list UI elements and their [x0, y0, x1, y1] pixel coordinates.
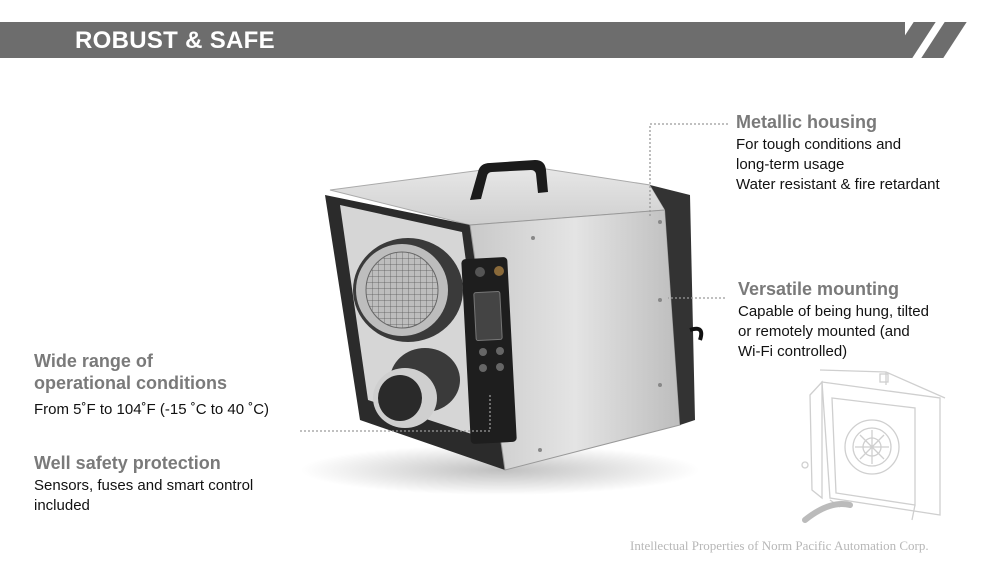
feature-line: For tough conditions and	[736, 136, 902, 153]
leader-line-range	[300, 395, 491, 432]
feature-line: Capable of being hung, tilted	[738, 303, 929, 320]
feature-line: Wi-Fi controlled)	[738, 343, 848, 360]
feature-description: From 5˚F to 104˚F (-15 ˚C to 40 ˚C)	[34, 400, 269, 420]
feature-line: From 5˚F to 104˚F (-15 ˚C to 40 ˚C)	[34, 401, 270, 418]
feature-title: Metallic housing	[736, 112, 878, 132]
feature-title-line: operational conditions	[34, 373, 228, 393]
feature-description: Capable of being hung, tilted or remotel…	[738, 302, 929, 362]
leader-lines	[300, 123, 728, 432]
feature-line: included	[34, 497, 90, 514]
feature-description: Sensors, fuses and smart control include…	[34, 476, 253, 516]
feature-versatile-mounting: Versatile mounting Capable of being hung…	[738, 278, 929, 362]
feature-operational-range: Wide range of operational conditions Fro…	[34, 350, 269, 420]
feature-safety-protection: Well safety protection Sensors, fuses an…	[34, 452, 253, 516]
mounted-unit-sketch-icon	[801, 369, 946, 523]
dehumidifier-product-image	[300, 160, 704, 495]
feature-line: Water resistant & fire retardant	[736, 176, 940, 193]
copyright-watermark: Intellectual Properties of Norm Pacific …	[630, 538, 929, 553]
header-banner	[0, 22, 905, 58]
feature-title-line: Wide range of	[34, 351, 153, 371]
feature-description: For tough conditions and long-term usage…	[736, 135, 940, 195]
banner-title: ROBUST & SAFE	[75, 27, 275, 54]
leader-line-metallic	[649, 123, 728, 218]
feature-title: Well safety protection	[34, 453, 221, 473]
feature-line: Sensors, fuses and smart control	[34, 477, 254, 494]
feature-line: or remotely mounted (and	[738, 323, 910, 340]
feature-title: Wide range of operational conditions	[34, 350, 269, 394]
feature-title: Versatile mounting	[738, 279, 900, 299]
feature-metallic-housing: Metallic housing For tough conditions an…	[736, 111, 940, 195]
feature-line: long-term usage	[736, 156, 845, 173]
